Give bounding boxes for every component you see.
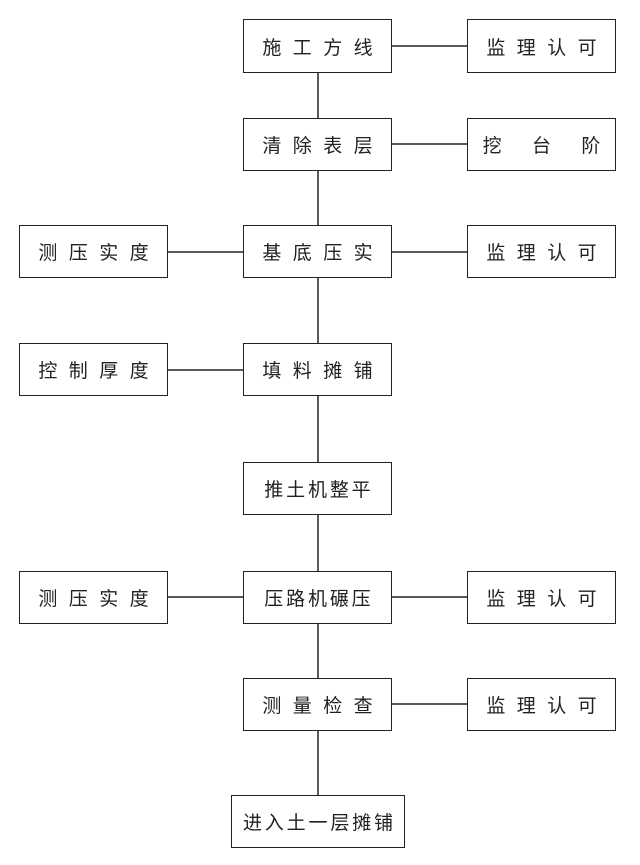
step-fill-spreading: 填料摊铺	[243, 343, 392, 396]
step-label: 基底压实	[262, 242, 384, 264]
side-label: 监理认可	[486, 695, 608, 717]
step-roller-compaction: 压路机碾压	[243, 571, 392, 624]
step-label: 施工方线	[262, 36, 384, 59]
side-test-compaction: 测压实度	[19, 571, 168, 624]
step-bulldozer-leveling: 推土机整平	[243, 462, 392, 515]
side-label: 控制厚度	[38, 360, 160, 382]
step-base-compaction: 基底压实	[243, 225, 392, 278]
step-next-layer-spreading: 进入土一层摊铺	[231, 795, 405, 848]
side-label: 监理认可	[486, 242, 608, 264]
step-label: 测量检查	[262, 695, 384, 717]
step-label: 填料摊铺	[262, 360, 384, 382]
step-set-out-lines: 施工方线	[243, 19, 392, 73]
step-label: 清除表层	[262, 135, 384, 157]
side-supervisor-approval: 监理认可	[467, 678, 616, 731]
side-supervisor-approval: 监理认可	[467, 571, 616, 624]
side-label: 测压实度	[38, 242, 160, 264]
side-label: 测压实度	[38, 588, 160, 610]
side-label: 监理认可	[486, 588, 608, 610]
step-survey-inspection: 测量检查	[243, 678, 392, 731]
step-label: 进入土一层摊铺	[242, 812, 396, 834]
side-test-compaction: 测压实度	[19, 225, 168, 278]
side-label: 监理认可	[486, 36, 608, 59]
step-clear-surface: 清除表层	[243, 118, 392, 171]
side-supervisor-approval: 监理认可	[467, 19, 616, 73]
side-control-thickness: 控制厚度	[19, 343, 168, 396]
side-cut-steps: 挖台阶	[467, 118, 616, 171]
step-label: 推土机整平	[264, 479, 374, 501]
step-label: 压路机碾压	[264, 588, 374, 610]
side-label: 挖台阶	[482, 135, 631, 157]
side-supervisor-approval: 监理认可	[467, 225, 616, 278]
